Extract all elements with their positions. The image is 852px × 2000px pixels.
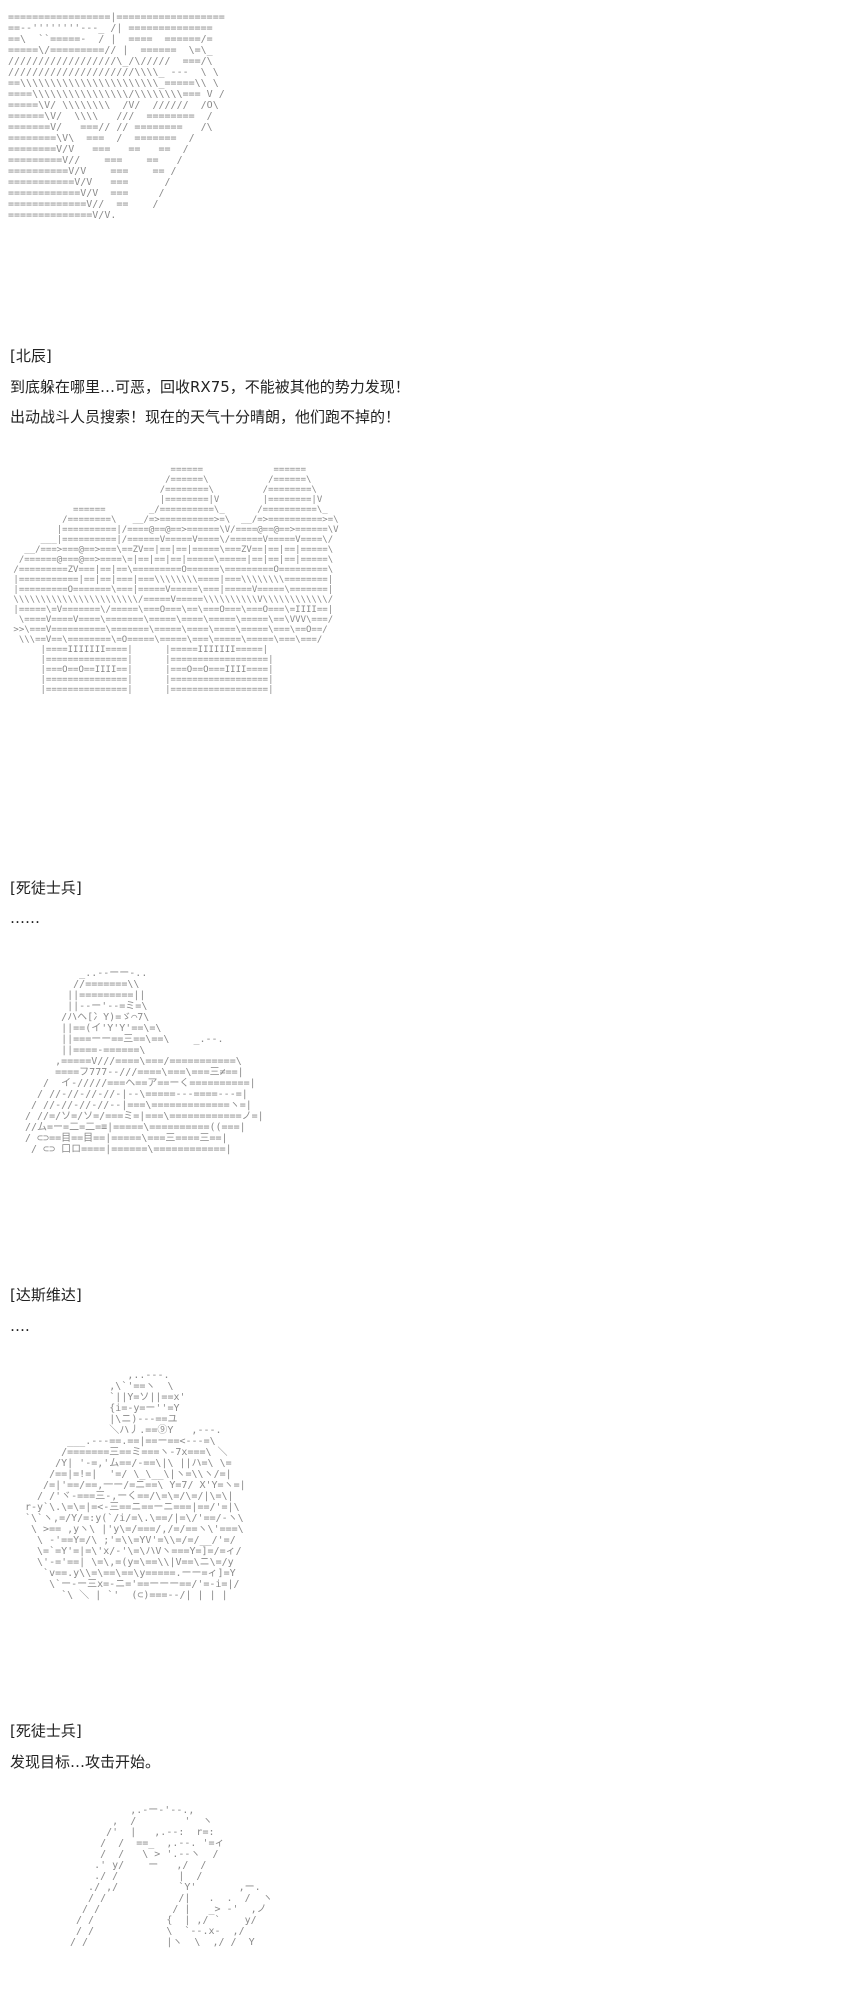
ascii-art-soldiers: ====== ====== /======\ /======\ /=======… xyxy=(13,465,339,695)
speaker-label: [死徒士兵] xyxy=(10,1722,82,1740)
ascii-art-soldier-aiming: ,..---. ,\`'==ヽ \ `||Y=ソ||==x' {i=-y=ー''… xyxy=(25,1370,246,1601)
ascii-art-ship: =================|================== ==-… xyxy=(8,12,225,221)
speaker-label: [达斯维达] xyxy=(10,1286,82,1304)
ascii-art-figure-partial: ,.-ー-'--., , / ' ヽ /' | ,.--: r=: / / ==… xyxy=(70,1805,273,1948)
ascii-art-vader: _..--ーー-.. //=======\\ ||=========|| ||-… xyxy=(25,968,264,1155)
dialogue-line: 出动战斗人员搜索！现在的天气十分晴朗，他们跑不掉的！ xyxy=(10,408,401,426)
dialogue-line: …… xyxy=(10,909,40,927)
speaker-label: [北辰] xyxy=(10,347,52,365)
dialogue-line: …. xyxy=(10,1317,30,1335)
dialogue-line: 发现目标…攻击开始。 xyxy=(10,1753,161,1771)
dialogue-line: 到底躲在哪里…可恶，回收RX75，不能被其他的势力发现！ xyxy=(10,378,410,396)
speaker-label: [死徒士兵] xyxy=(10,879,82,897)
